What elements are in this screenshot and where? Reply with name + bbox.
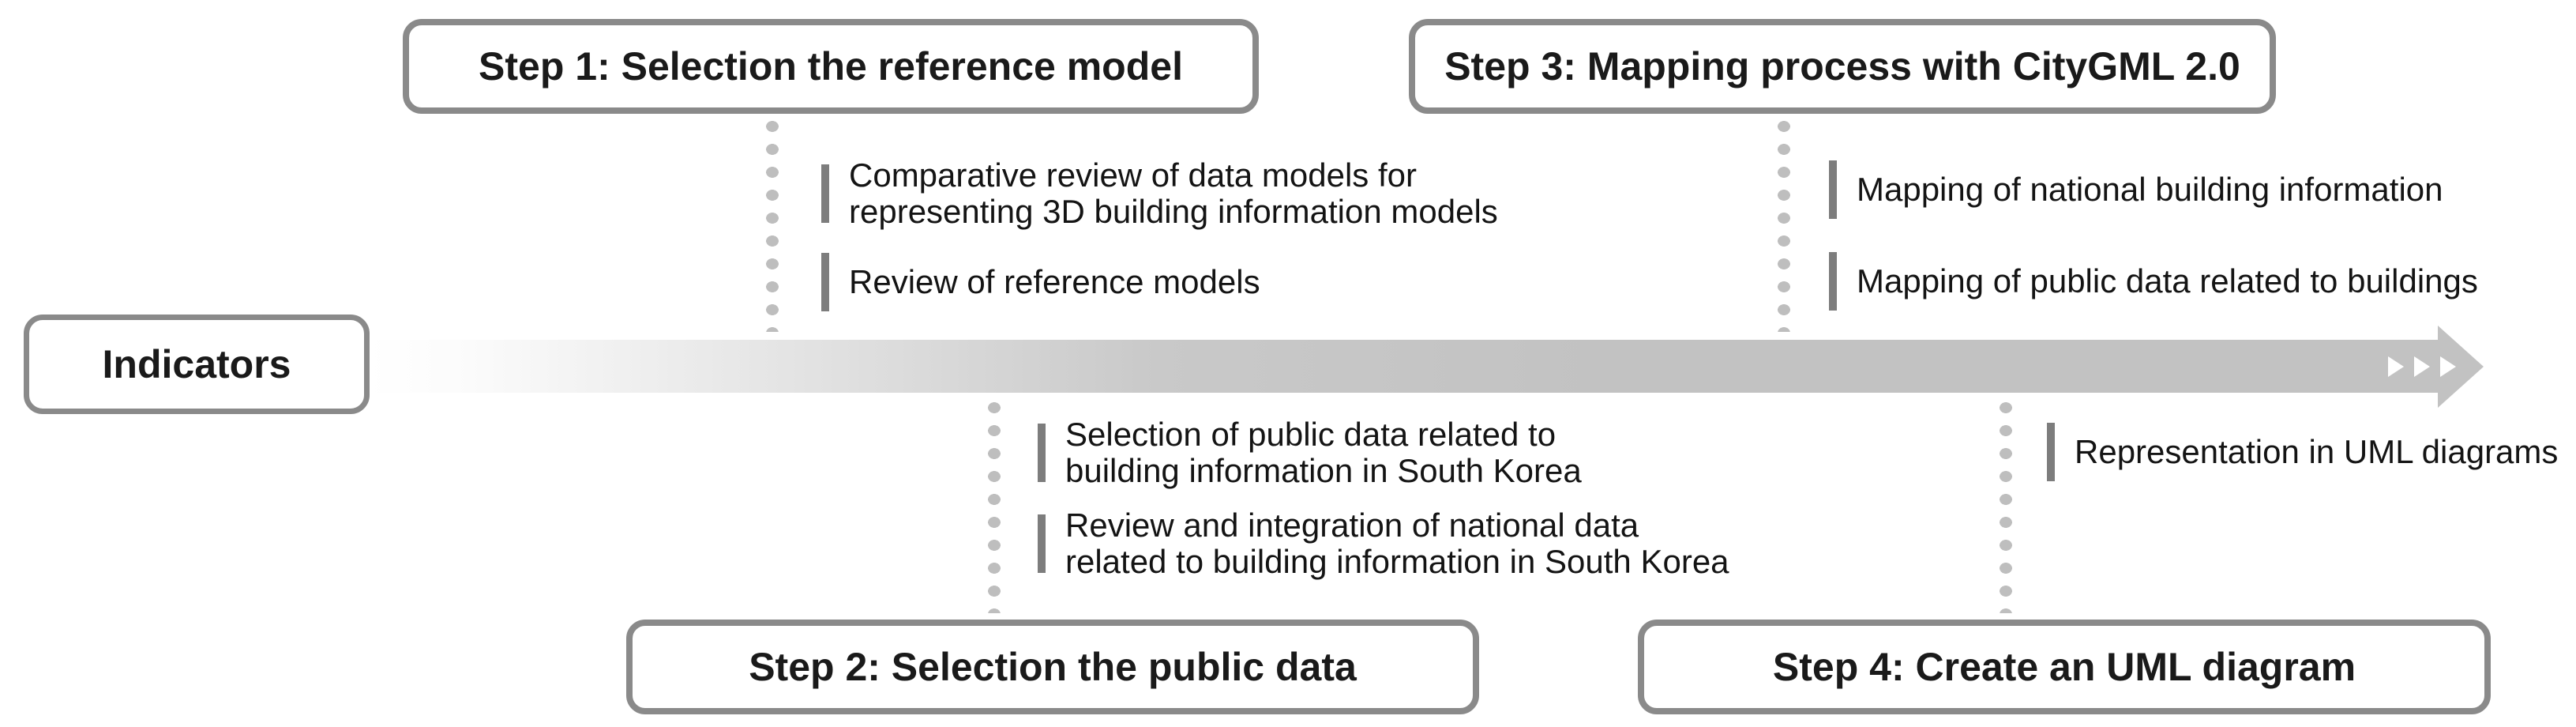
bullet-marker bbox=[1829, 252, 1837, 311]
bullet-text: Representation in UML diagrams bbox=[2075, 433, 2559, 470]
bullet-marker bbox=[2047, 423, 2055, 481]
bullet-text: Review of reference models bbox=[849, 263, 1260, 300]
bullet-text: Mapping of public data related to buildi… bbox=[1857, 262, 2478, 299]
bullet-marker bbox=[1038, 514, 1046, 573]
step-1-box: Step 1: Selection the reference model bbox=[403, 19, 1259, 114]
dotted-connector-step-3 bbox=[1778, 120, 1790, 332]
bullet-item-step2-2: Review and integration of national data … bbox=[1038, 507, 1729, 580]
bullet-text: Review and integration of national data … bbox=[1065, 507, 1729, 580]
step-3-box: Step 3: Mapping process with CityGML 2.0 bbox=[1409, 19, 2276, 114]
bullet-item-step1-2: Review of reference models bbox=[821, 253, 1260, 311]
step-3-title: Step 3: Mapping process with CityGML 2.0 bbox=[1444, 44, 2240, 89]
chevron-right-icon bbox=[2414, 356, 2430, 377]
chevron-right-icon bbox=[2388, 356, 2404, 377]
step-4-title: Step 4: Create an UML diagram bbox=[1772, 645, 2356, 689]
step-4-box: Step 4: Create an UML diagram bbox=[1638, 620, 2491, 714]
bullet-text: Selection of public data related to buil… bbox=[1065, 416, 1582, 489]
timeline-arrow-body bbox=[368, 340, 2438, 393]
indicators-box: Indicators bbox=[24, 315, 370, 414]
bullet-text: Comparative review of data models for re… bbox=[849, 156, 1498, 230]
indicators-label: Indicators bbox=[102, 342, 291, 386]
bullet-item-step4-1: Representation in UML diagrams bbox=[2047, 423, 2558, 481]
bullet-item-step3-1: Mapping of national building information bbox=[1829, 160, 2443, 219]
bullet-item-step1-1: Comparative review of data models for re… bbox=[821, 157, 1498, 230]
step-2-title: Step 2: Selection the public data bbox=[749, 645, 1357, 689]
dotted-connector-step-1 bbox=[766, 120, 779, 332]
step-2-box: Step 2: Selection the public data bbox=[626, 620, 1479, 714]
dotted-connector-step-2 bbox=[988, 401, 1001, 613]
bullet-marker bbox=[821, 253, 829, 311]
bullet-marker bbox=[1038, 424, 1046, 482]
step-1-title: Step 1: Selection the reference model bbox=[479, 44, 1183, 89]
bullet-marker bbox=[1829, 160, 1837, 219]
bullet-item-step3-2: Mapping of public data related to buildi… bbox=[1829, 252, 2478, 311]
bullet-item-step2-1: Selection of public data related to buil… bbox=[1038, 416, 1582, 489]
dotted-connector-step-4 bbox=[2000, 401, 2012, 613]
bullet-text: Mapping of national building information bbox=[1857, 171, 2443, 208]
chevron-right-icon bbox=[2440, 356, 2456, 377]
bullet-marker bbox=[821, 164, 829, 223]
